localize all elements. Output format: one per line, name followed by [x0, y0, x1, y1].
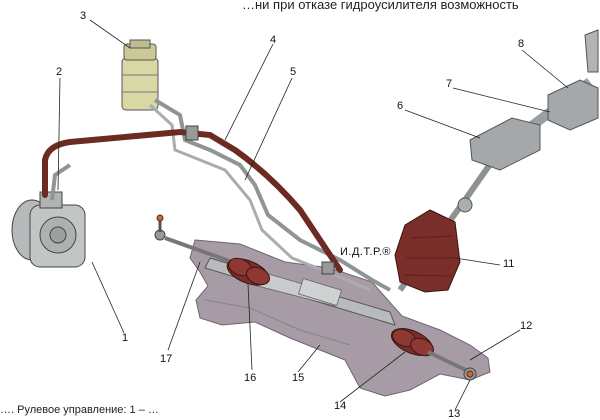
return-hose	[42, 128, 343, 273]
callout-17: 17	[160, 353, 173, 365]
callout-11: 11	[503, 258, 515, 270]
callout-16: 16	[244, 372, 257, 384]
watermark: И.Д.Т.Р.®	[340, 246, 391, 258]
leader-lines	[57, 19, 569, 411]
callout-12: 12	[520, 320, 533, 332]
callout-5: 5	[290, 66, 297, 78]
callout-2: 2	[56, 66, 63, 78]
intermediate-shaft-boot	[394, 209, 461, 293]
column-bracket	[469, 117, 541, 171]
callout-1: 1	[122, 332, 129, 344]
right-tie-rod	[427, 350, 471, 374]
upper-column-bracket	[547, 79, 599, 131]
right-boot	[390, 328, 434, 357]
top-caption: …ни при отказе гидроусилителя возможност…	[242, 0, 519, 12]
power-steering-pump	[11, 191, 86, 268]
left-tie-rod	[164, 236, 233, 264]
callout-14: 14	[334, 400, 347, 412]
callout-3: 3	[80, 10, 87, 22]
callout-6: 6	[397, 100, 404, 112]
callout-8: 8	[518, 38, 525, 50]
callout-4: 4	[270, 34, 277, 46]
callout-15: 15	[292, 372, 305, 384]
callout-7: 7	[446, 78, 453, 90]
hose-clamp	[185, 125, 199, 141]
fluid-reservoir	[121, 39, 159, 111]
bottom-caption: …. Рулевое управление: 1 – …	[0, 404, 159, 416]
left-boot	[226, 257, 271, 286]
